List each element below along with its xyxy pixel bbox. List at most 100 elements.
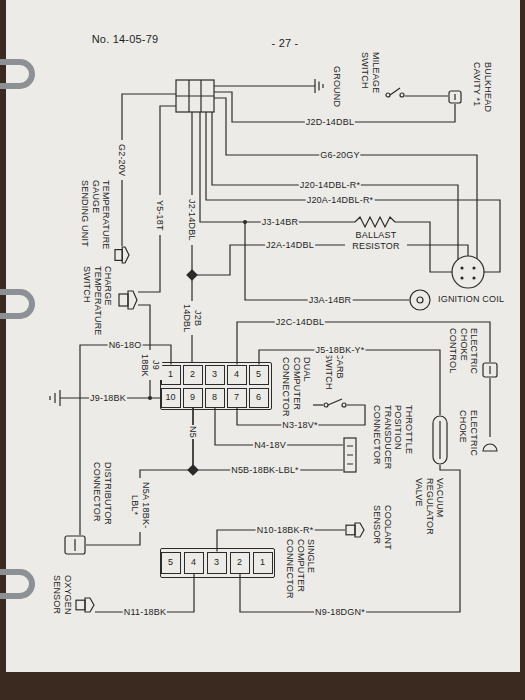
component-label: BULKHEAD CAVITY *1: [470, 62, 494, 120]
pin-cell: 2: [230, 552, 250, 574]
pin-cell: 5: [161, 552, 181, 574]
coil-symbol: [409, 289, 431, 311]
pin-cell: 3: [205, 365, 225, 385]
ground-symbol: [50, 390, 60, 406]
pin-number: 2: [237, 558, 242, 567]
pin-cell: 1: [253, 552, 273, 574]
wire-code: J9-18BK: [89, 393, 127, 404]
component-label: DUAL COMPUTER CONNECTOR: [279, 357, 313, 419]
wire-code: J2C-14DBL: [275, 317, 325, 328]
wire-connector: [405, 95, 448, 96]
component: COOLANT SENSOR: [345, 522, 365, 538]
pin-cell: 4: [184, 552, 204, 574]
component-label: GROUND: [330, 66, 343, 112]
component-label: ELECTRIC CHOKE CONTROL: [446, 328, 480, 385]
binder-ring: [0, 572, 32, 596]
component-label: IGNITION COIL: [437, 294, 519, 305]
round-connector: [452, 256, 484, 288]
pin-cell: 1: [161, 365, 181, 385]
switch-symbol: [323, 398, 347, 412]
component-label: MILEAGE SWITCH: [358, 52, 382, 102]
binder-ring: [0, 292, 32, 316]
pin-number: 1: [168, 370, 173, 379]
wire-code: N11-18BK: [123, 607, 167, 618]
component: OXYGEN SENSOR: [75, 597, 95, 613]
pin-number: 5: [168, 558, 173, 567]
pin-number: 3: [214, 558, 219, 567]
pin-number: 4: [191, 558, 196, 567]
wire-code: N5B-18BK-LBL*: [230, 465, 300, 476]
wire-code: J20A-14DBL-R*: [306, 195, 375, 206]
wire-code: N5A 18BK-LBL*: [128, 478, 152, 532]
wiring: [50, 80, 500, 475]
component-label: BALLAST RESISTOR: [345, 230, 407, 252]
pin-number: 10: [165, 393, 175, 402]
plug-symbol: [482, 362, 498, 378]
pin-cell: 2: [183, 365, 203, 385]
switch-symbol: [385, 87, 405, 103]
component: THROTTLE POSITION TRANSDUCER CONNECTOR: [343, 437, 357, 473]
wire: [200, 112, 355, 222]
binder-rings: [0, 62, 32, 596]
component: MILEAGE SWITCH: [385, 87, 405, 103]
page-header: No. 14-05-79: [91, 33, 160, 46]
wire-connector: [193, 408, 343, 471]
pin-cell: 3: [207, 552, 227, 574]
ground-symbol: [306, 78, 326, 94]
component-label: CHARGE TEMPERATURE SWITCH: [80, 266, 114, 338]
wire-code: N4-18V: [253, 440, 287, 451]
wire-code: J5-18BK-Y*: [314, 345, 365, 356]
pin-cell: 9: [183, 388, 203, 408]
connector-pin: [460, 276, 463, 279]
wire-code: J2A-14DBL: [265, 240, 315, 251]
wire-code: J2B 14DBL: [180, 301, 204, 335]
component: BALLAST RESISTOR: [355, 216, 395, 228]
binder-ring: [0, 62, 32, 86]
splice-diamond: [187, 270, 197, 280]
wire-code: N6-18O: [108, 340, 143, 351]
junction-dot: [243, 220, 247, 224]
component: CHARGE TEMPERATURE SWITCH: [118, 290, 138, 310]
component: BULKHEAD CAVITY *1: [448, 90, 462, 104]
component: ELECTRIC CHOKE CONTROL: [482, 362, 498, 378]
component: DISTRIBUTOR CONNECTOR: [64, 535, 86, 555]
page-header: - 27 -: [271, 37, 300, 50]
wire: [245, 222, 409, 300]
connector-pin: [472, 276, 475, 279]
wire-code: G2-20V: [116, 140, 129, 180]
pin-number: 3: [212, 370, 217, 379]
plug-symbol: [64, 535, 86, 555]
wire-code: J2D-14DBL: [305, 117, 355, 128]
pin-cell: 7: [227, 388, 247, 408]
wire-code: J3-14BR: [261, 217, 299, 228]
component: VACUUM REGULATOR VALVE: [432, 415, 448, 465]
sender-symbol: [114, 246, 130, 264]
component-label: DISTRIBUTOR CONNECTOR: [90, 462, 114, 534]
wire-code: N3-18V*: [281, 420, 318, 431]
wire: [212, 112, 458, 260]
pin-cell: 5: [249, 365, 269, 385]
connector-pin: [460, 266, 463, 269]
pin-number: 5: [256, 370, 261, 379]
wire-code: N5: [187, 425, 200, 439]
component-label: VACUUM REGULATOR VALVE: [412, 478, 446, 544]
wire: [214, 85, 306, 86]
wire: [122, 94, 176, 246]
connector-body: SINGLE COMPUTER CONNECTOR54321: [160, 548, 275, 578]
wire: [206, 112, 500, 272]
component: TEMPERATURE GAUGE SENDING UNIT: [114, 246, 130, 264]
pin-cell: 10: [161, 388, 181, 408]
wire-connector: [489, 378, 490, 437]
wire-code: Y5-18T: [154, 195, 167, 235]
connector-cavities: [176, 80, 214, 112]
wire-code: J2-14DBL: [186, 195, 199, 245]
pin-number: 1: [260, 558, 265, 567]
paper-page: [6, 0, 520, 672]
pin-number: 7: [234, 393, 239, 402]
wire-code: G6-20GY: [319, 150, 360, 161]
component-label: CARB SWITCH: [322, 353, 346, 396]
wire-connector: [86, 408, 193, 546]
sender-symbol: [75, 597, 95, 613]
